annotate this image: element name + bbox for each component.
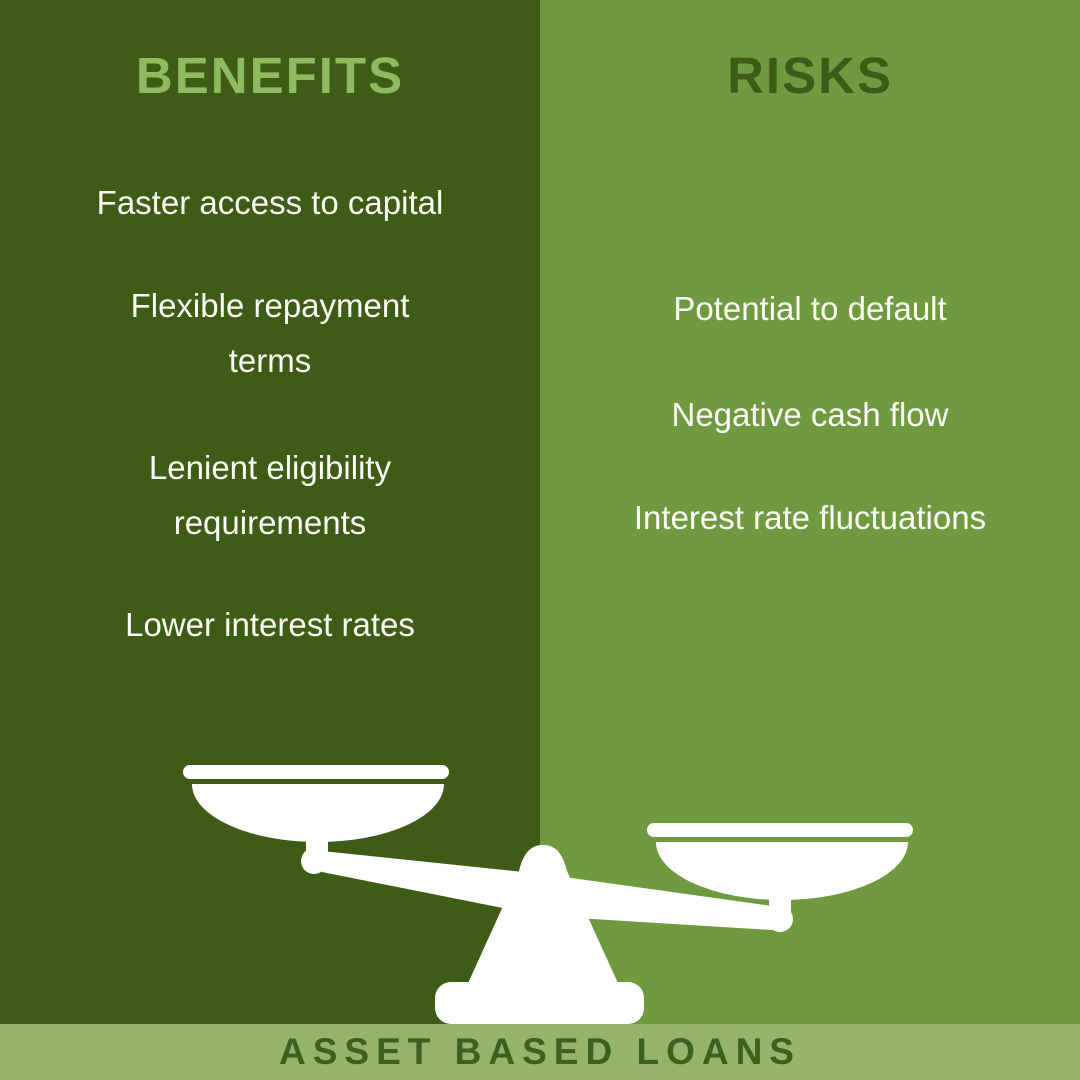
risk-item: Interest rate fluctuations <box>633 499 987 536</box>
benefit-item: Faster access to capital <box>96 184 444 221</box>
risk-item: Negative cash flow <box>671 396 949 433</box>
benefit-item: Lower interest rates <box>125 606 415 643</box>
risk-item: Potential to default <box>673 290 947 327</box>
risks-title: RISKS <box>727 47 893 104</box>
footer-title: ASSET BASED LOANS <box>279 1031 801 1072</box>
footer-bar: ASSET BASED LOANS <box>0 1024 1080 1080</box>
benefits-title: BENEFITS <box>135 47 405 104</box>
